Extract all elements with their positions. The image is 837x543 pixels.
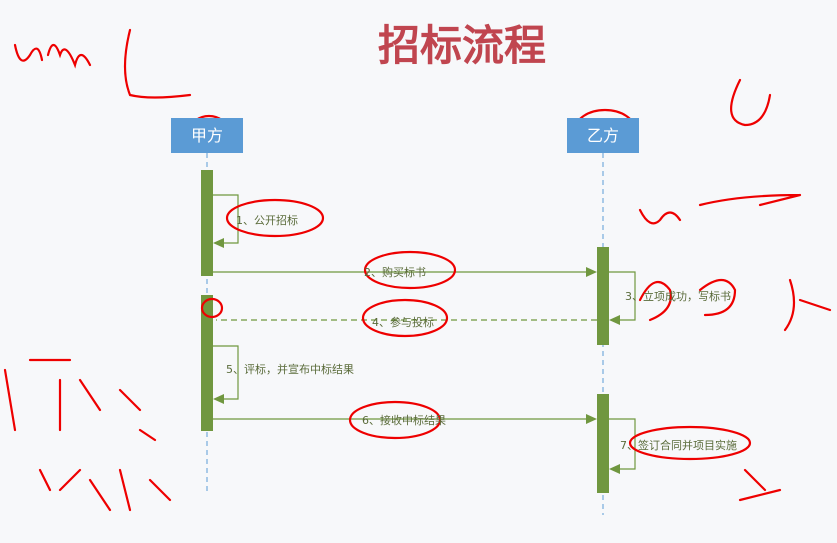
- message-label: 4、参与投标: [372, 316, 434, 329]
- activation-1: [201, 170, 213, 276]
- actor-yifang: 乙方: [567, 118, 639, 153]
- self-msg-7: [609, 418, 636, 470]
- self-msg-1: [213, 194, 239, 244]
- handwritten-annotations: [3, 28, 832, 512]
- activation-3: [597, 247, 609, 345]
- message-label: 5、评标，并宣布中标结果: [226, 363, 354, 376]
- activation-4: [597, 394, 609, 493]
- diagram-title: 招标流程: [377, 21, 546, 70]
- message-label: 3、立项成功，写标书: [625, 290, 731, 303]
- self-msg-5: [213, 345, 239, 400]
- message-label: 1、公开招标: [236, 214, 298, 227]
- message-label: 7、签订合同并项目实施: [620, 439, 737, 452]
- actor-jiafang: 甲方: [171, 118, 243, 153]
- self-msg-3: [609, 271, 636, 321]
- message-label: 2、购买标书: [364, 266, 426, 279]
- message-label: 6、接收中标结果: [362, 414, 446, 427]
- activation-2: [201, 295, 213, 431]
